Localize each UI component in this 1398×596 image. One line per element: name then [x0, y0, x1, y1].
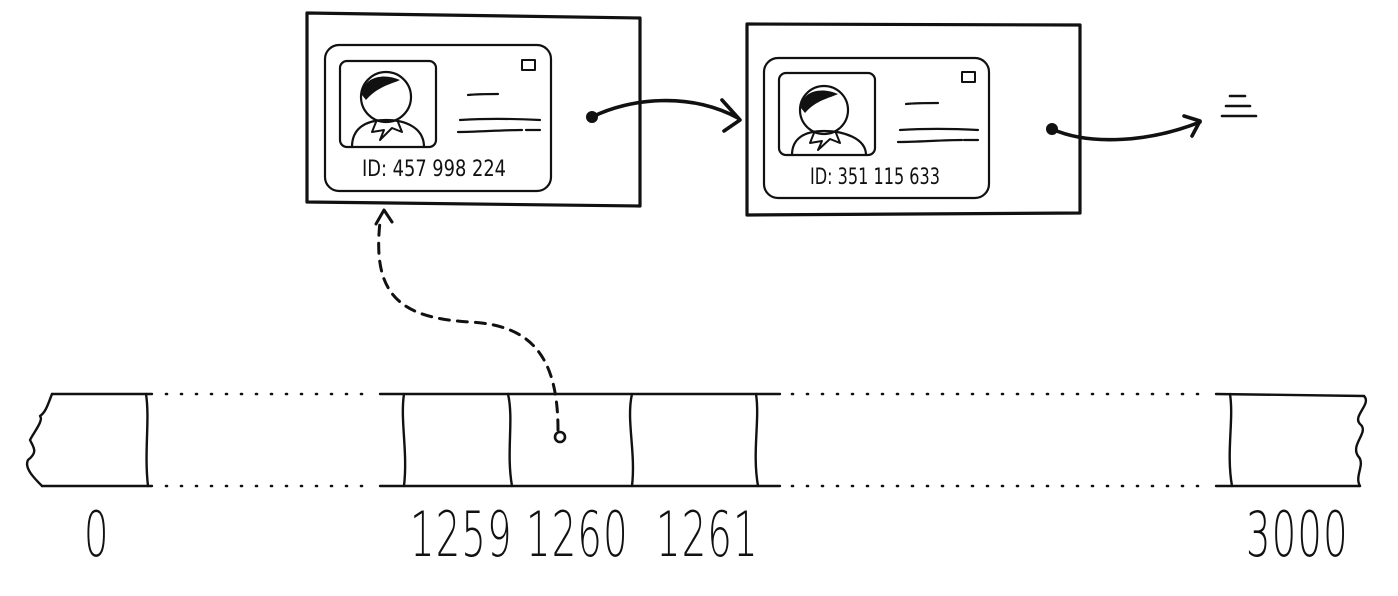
- cell-divider: [754, 392, 760, 488]
- photo-frame-2: [777, 71, 877, 157]
- null-terminator-icon: [1220, 94, 1258, 118]
- bucket-pointer: [374, 208, 567, 444]
- id-card-1: [323, 43, 553, 193]
- card-chip-icon: [961, 71, 976, 83]
- index-label-1260: 1260: [526, 498, 629, 571]
- pointer-dot-icon: [553, 430, 567, 444]
- cell-divider: [401, 392, 407, 488]
- next-pointer-1: [586, 98, 742, 133]
- arrow-icon: [374, 208, 394, 226]
- hash-array: [25, 392, 1367, 488]
- node-box-2: [745, 22, 1082, 217]
- arrow-icon: [720, 98, 742, 133]
- index-label-0: 0: [84, 498, 110, 571]
- card-id-2: ID: 351 115 633: [810, 165, 940, 190]
- index-label-3000: 3000: [1246, 498, 1349, 571]
- index-label-1261: 1261: [656, 498, 759, 571]
- cell-divider: [506, 392, 514, 488]
- list-node-1: ID: 457 998 224: [305, 11, 642, 208]
- array-left-edge: [25, 392, 54, 488]
- cell-divider: [1228, 392, 1234, 488]
- arrow-icon: [1182, 114, 1202, 138]
- node-box-1: [305, 11, 642, 208]
- list-node-2: ID: 351 115 633: [745, 22, 1082, 217]
- card-text-lines-1: [456, 92, 542, 134]
- person-avatar-icon: [350, 70, 426, 149]
- cell-divider: [144, 392, 150, 488]
- card-chip-icon: [521, 59, 536, 71]
- next-pointer-2: [1046, 114, 1202, 142]
- id-card-2: [762, 56, 991, 200]
- cell-divider: [628, 392, 635, 488]
- card-id-1: ID: 457 998 224: [362, 157, 506, 182]
- index-label-1259: 1259: [410, 498, 513, 571]
- photo-frame-1: [338, 59, 438, 149]
- person-avatar-icon: [790, 84, 868, 157]
- card-text-lines-2: [896, 101, 980, 144]
- array-right-edge: [1354, 394, 1367, 488]
